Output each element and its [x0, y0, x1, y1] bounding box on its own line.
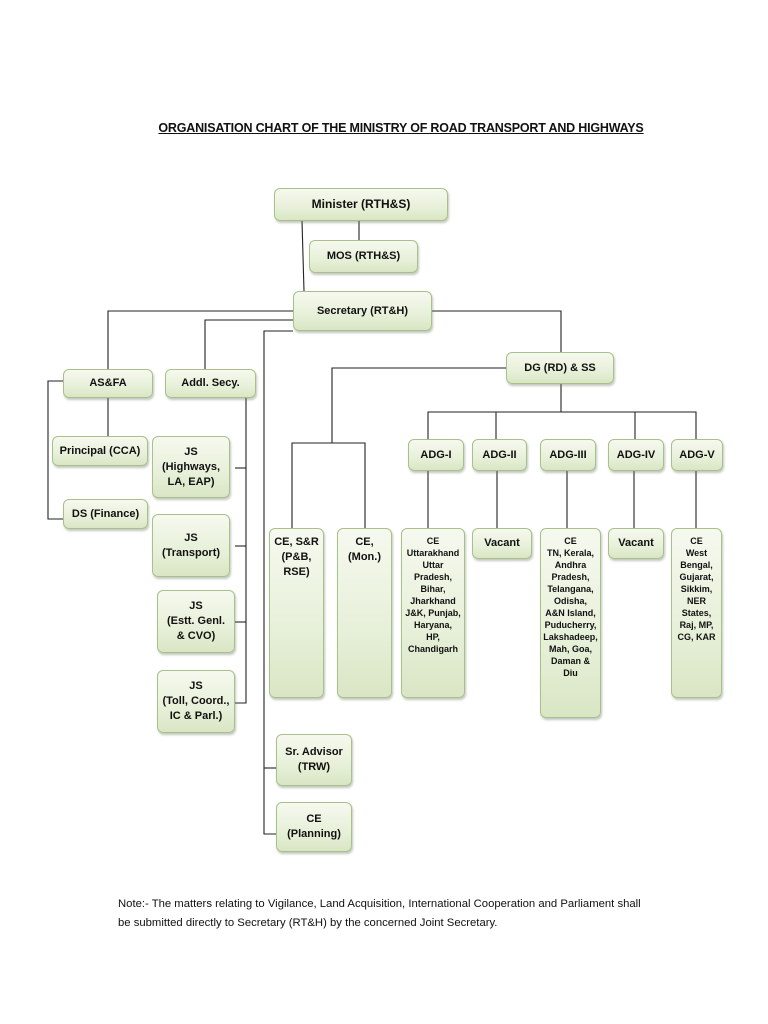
box-label-line: (Transport) [161, 546, 221, 559]
box-label-line: Diu [563, 668, 578, 678]
footnote: Note:- The matters relating to Vigilance… [118, 895, 738, 933]
js-transport-box: JS (Transport) [152, 514, 230, 577]
box-label-line: JS [189, 600, 203, 612]
box-label-line: Chandigarh [407, 644, 458, 654]
adg-2-box: ADG-II [472, 439, 527, 471]
adg-1-box: ADG-I [408, 439, 464, 471]
box-label-line: & CVO) [176, 630, 216, 642]
box-label-line: ADG-III [549, 448, 587, 461]
box-label-line: NER [686, 596, 706, 606]
box-label-line: Gujarat, [679, 572, 714, 582]
minister-box: Minister (RTH&S) [274, 188, 448, 221]
box-label-line: (P&B, [281, 551, 312, 563]
box-label-line: Sikkim, [680, 584, 713, 594]
box-label-line: Andhra [554, 560, 587, 570]
box-label-line: ADG-II [482, 448, 517, 461]
box-label-line: Puducherry, [544, 620, 597, 630]
box-label-line: Minister (RTH&S) [311, 197, 411, 211]
box-label-line: (Toll, Coord., [162, 695, 230, 707]
box-label-line: Principal (CCA) [59, 444, 141, 457]
box-label-line: (Estt. Genl. [166, 615, 226, 627]
box-label-line: (Planning) [287, 828, 341, 840]
box-label-line: Addl. Secy. [181, 377, 240, 389]
box-label-line: Bengal, [680, 560, 713, 570]
box-label-line: A&N Island, [545, 608, 596, 618]
box-label-line: ADG-V [679, 448, 715, 461]
box-label-line: Secretary (RT&H) [316, 304, 409, 317]
box-label-line: J&K, Punjab, [405, 608, 461, 618]
box-label-line: DG (RD) & SS [524, 361, 596, 374]
ds-finance-box: DS (Finance) [63, 499, 148, 529]
box-label-line: CE [306, 813, 322, 825]
box-label-line: TN, Kerala, [546, 548, 595, 558]
box-label-line: Haryana, [413, 620, 453, 630]
box-label-line: Vacant [618, 537, 654, 549]
box-label-line: Lakshadeep, [543, 632, 598, 642]
js-estt-box: JS (Estt. Genl. & CVO) [157, 590, 235, 653]
box-label-line: Raj, MP, [679, 620, 714, 630]
box-label-line: Odisha, [553, 596, 587, 606]
box-label-line: (Highways, [161, 460, 221, 473]
box-label-line: CE [564, 536, 577, 546]
box-label-line: CE, [355, 536, 374, 548]
adg-3-box: ADG-III [540, 439, 596, 471]
box-label-line: MOS (RTH&S) [326, 250, 401, 262]
box-label-line: CG, KAR [677, 632, 716, 642]
box-label-line: IC & Parl.) [169, 710, 223, 722]
vacant-adg2-box: Vacant [472, 528, 532, 559]
js-highways-box: JS (Highways, LA, EAP) [152, 436, 230, 498]
box-label-line: CE [426, 536, 440, 546]
secretary-box: Secretary (RT&H) [293, 291, 432, 331]
box-label-line: ADG-I [420, 448, 452, 461]
box-label-line: Pradesh, [551, 572, 590, 582]
sr-advisor-box: Sr. Advisor (TRW) [276, 734, 352, 786]
adg-4-box: ADG-IV [608, 439, 664, 471]
box-label-line: Telangana, [547, 584, 594, 594]
box-label-line: Vacant [484, 537, 520, 549]
principal-cca-box: Principal (CCA) [52, 436, 148, 466]
adg-5-box: ADG-V [671, 439, 723, 471]
box-label-line: RSE) [283, 566, 310, 578]
ce-sr-box: CE, S&R (P&B, RSE) [269, 528, 324, 698]
box-label-line: DS (Finance) [71, 507, 140, 520]
vacant-adg4-box: Vacant [608, 528, 664, 559]
box-label-line: Bihar, [420, 584, 446, 594]
box-label-line: JS [189, 680, 203, 692]
box-label-line: Sr. Advisor [285, 746, 343, 758]
asfa-box: AS&FA [63, 369, 153, 398]
box-label-line: West [685, 548, 708, 558]
box-label-line: (TRW) [297, 761, 331, 773]
dg-box: DG (RD) & SS [506, 352, 614, 384]
box-label-line: LA, EAP) [167, 475, 215, 488]
box-label-line: ADG-IV [616, 448, 656, 461]
box-label-line: States, [681, 608, 712, 618]
box-label-line: Pradesh, [413, 572, 453, 582]
ce-mon-box: CE, (Mon.) [337, 528, 392, 698]
ce-planning-box: CE (Planning) [276, 802, 352, 852]
js-toll-box: JS (Toll, Coord., IC & Parl.) [157, 670, 235, 733]
box-label-line: JS [184, 531, 198, 544]
chart-title: ORGANISATION CHART OF THE MINISTRY OF RO… [158, 121, 644, 135]
box-label-line: JS [184, 445, 198, 458]
footnote-line-1: Note:- The matters relating to Vigilance… [118, 898, 641, 910]
box-label-line: Uttarakhand [406, 548, 460, 558]
box-label-line: Jharkhand [410, 596, 456, 606]
box-label-line: CE, S&R [274, 536, 319, 548]
box-label-line: CE [690, 536, 703, 546]
box-label-line: Uttar [422, 560, 444, 570]
box-label-line: (Mon.) [348, 551, 381, 563]
box-label-line: HP, [426, 632, 440, 642]
box-label-line: AS&FA [89, 377, 127, 389]
addl-secy-box: Addl. Secy. [165, 369, 256, 398]
box-label-line: Daman & [550, 656, 590, 666]
box-label-line: Mah, Goa, [548, 644, 592, 654]
mos-box: MOS (RTH&S) [309, 240, 418, 273]
footnote-line-2: be submitted directly to Secretary (RT&H… [118, 917, 498, 929]
